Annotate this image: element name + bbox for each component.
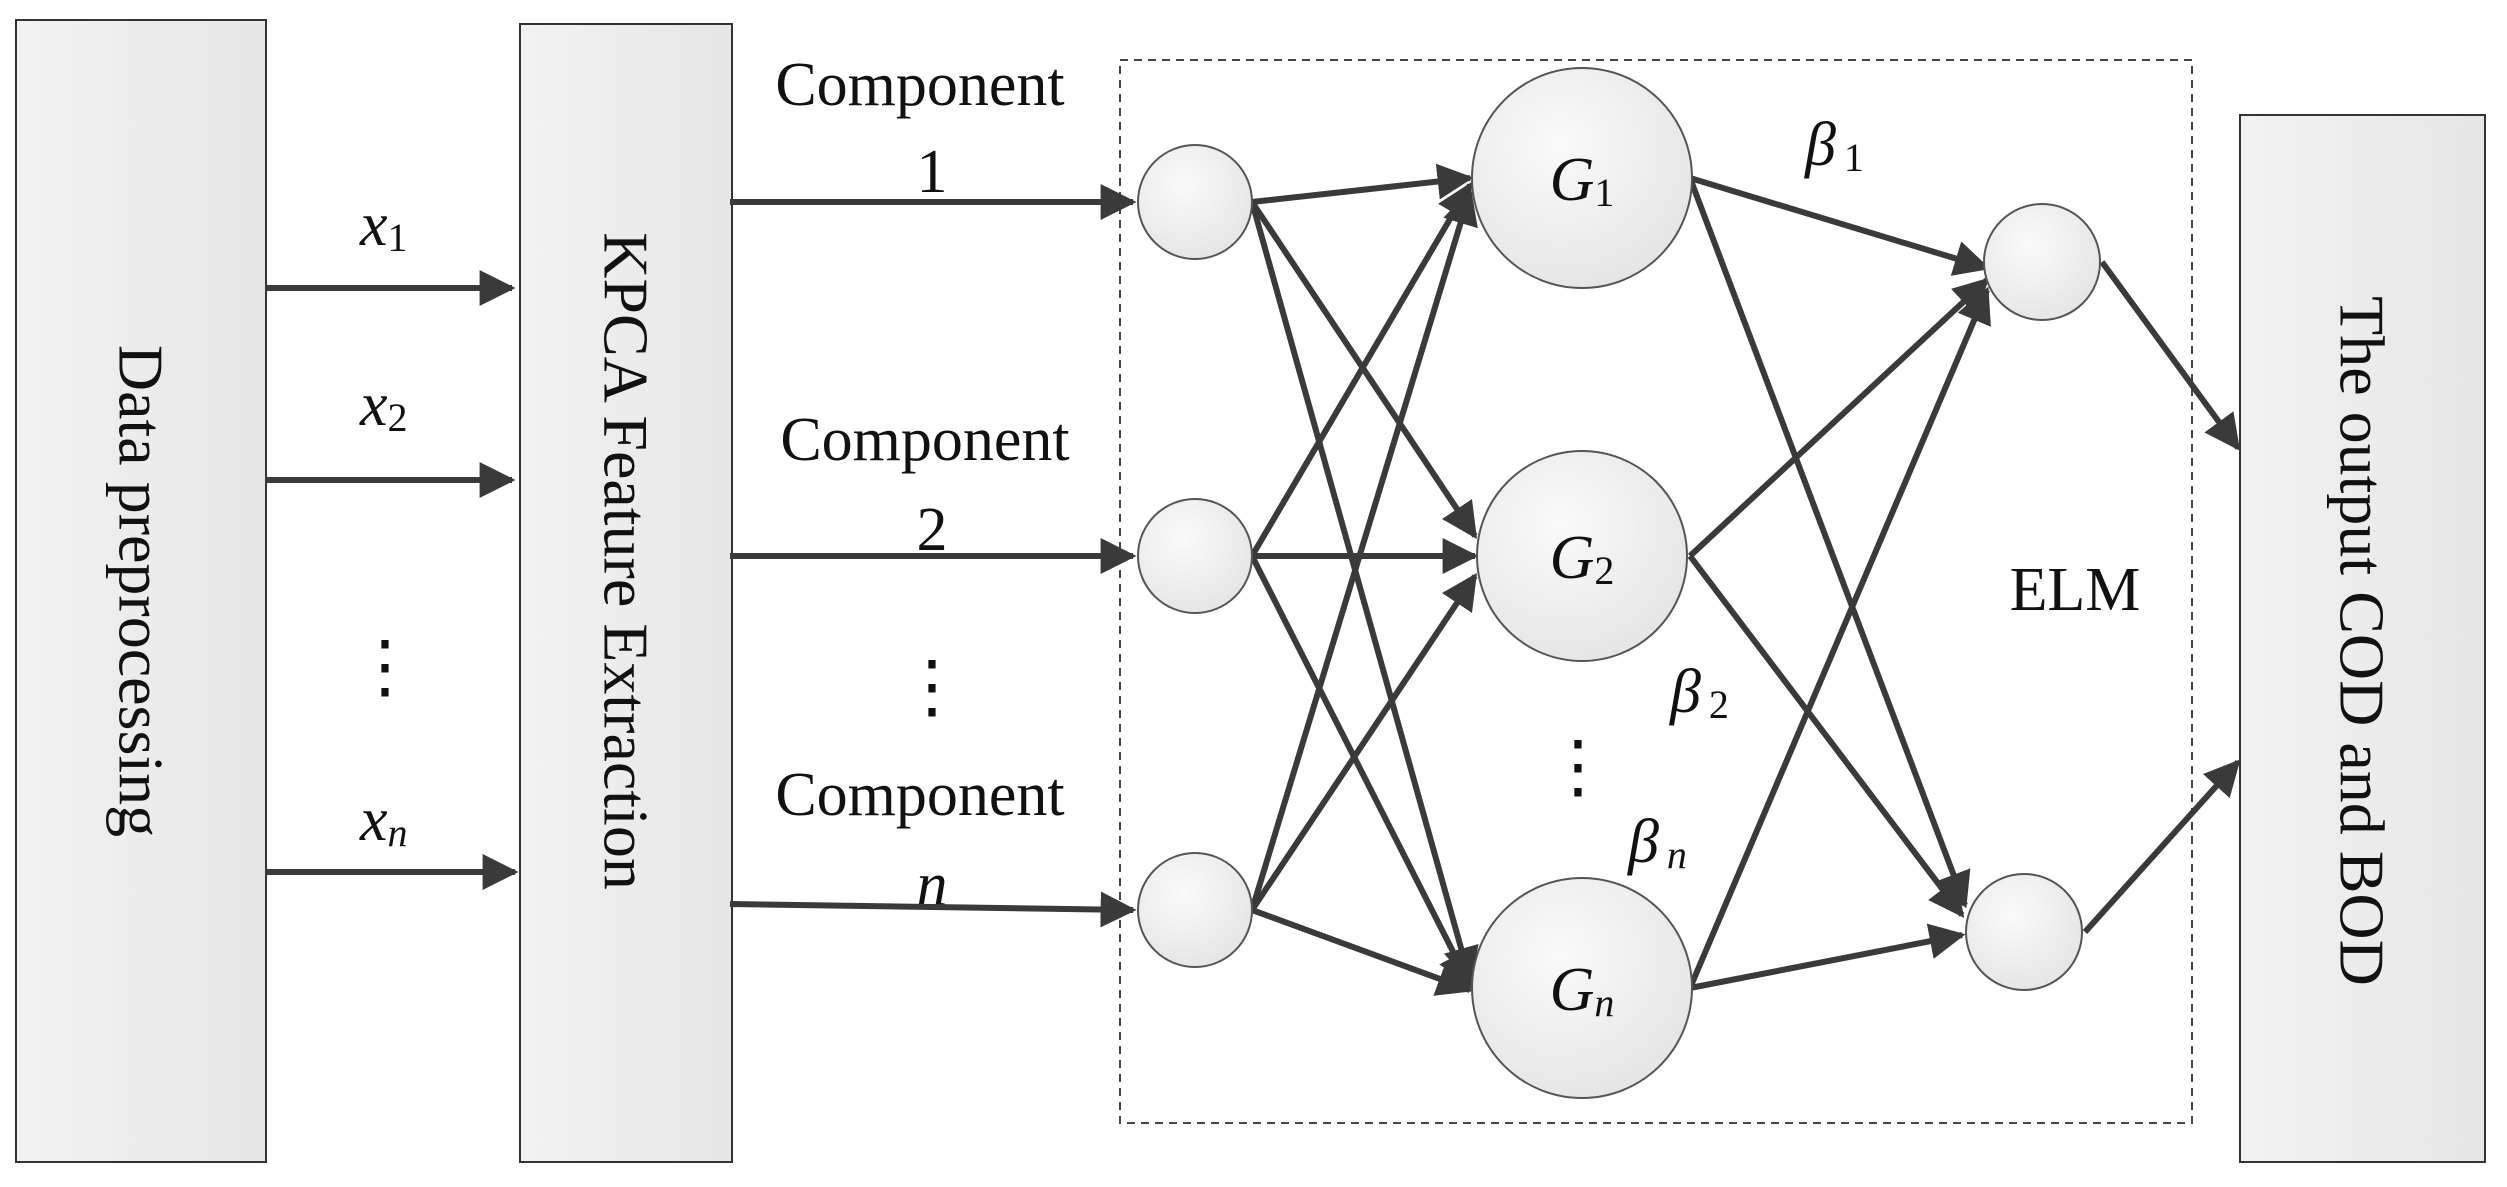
component-1-word: Component [775, 51, 1064, 119]
input-label-xn: xn [359, 786, 408, 855]
hidden-label-g1: G1 [1550, 146, 1615, 215]
component-1-number: 1 [917, 138, 948, 206]
hidden-node-g1 [1471, 67, 1693, 289]
kpca-box [519, 23, 733, 1163]
input-label-x1: x1 [359, 191, 408, 260]
hidden-node-g2 [1476, 450, 1688, 662]
hidden-label-g2: G2 [1550, 524, 1615, 593]
input-ellipsis: ⋮ [350, 629, 420, 706]
output-box [2239, 114, 2486, 1163]
component-n-word: Component [775, 761, 1064, 829]
output-arrow-1 [2099, 260, 2241, 451]
output-label: The output COD and BOD [2327, 296, 2398, 986]
output-node-2 [1965, 873, 2083, 991]
component-ellipsis: ⋮ [897, 649, 967, 726]
data-preprocessing-box [15, 19, 267, 1163]
kpca-label: KPCA Feature Extraction [591, 232, 662, 890]
hidden-output-connections [1687, 175, 1991, 991]
hidden-ellipsis: ⋮ [1543, 729, 1613, 806]
hidden-label-gn: Gn [1550, 956, 1615, 1025]
output-arrow-2 [2082, 759, 2241, 935]
output-node-1 [1983, 203, 2101, 321]
input-node-n [1137, 852, 1253, 968]
component-2-word: Component [780, 406, 1069, 474]
data-preprocessing-label: Data preprocessing [106, 345, 177, 837]
input-label-x2: x2 [359, 371, 408, 440]
component-arrow-n [729, 891, 1137, 928]
elm-label: ELM [2010, 556, 2141, 624]
input-hidden-connections [1249, 163, 1479, 996]
input-node-2 [1137, 498, 1253, 614]
elm-frame [1119, 59, 2193, 1124]
input-node-1 [1137, 144, 1253, 260]
component-2-number: 2 [917, 496, 948, 564]
hidden-node-gn [1471, 877, 1693, 1099]
